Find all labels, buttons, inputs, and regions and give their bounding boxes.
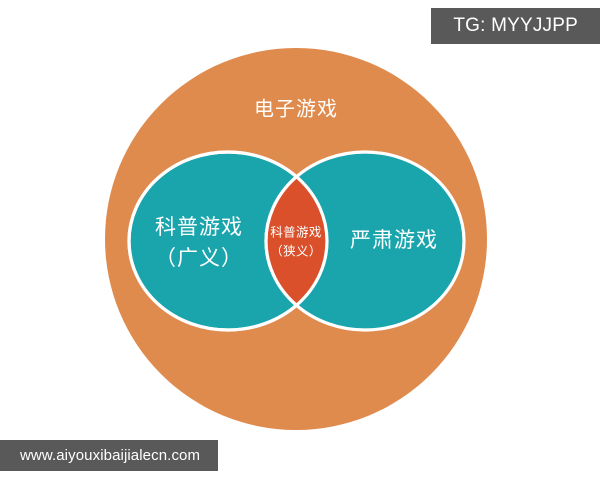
telegram-watermark-text: TG: MYYJJPP: [453, 15, 578, 36]
set-left-ellipse-outline: [127, 150, 329, 332]
set-right-label-line1: 严肃游戏: [350, 228, 438, 252]
site-watermark: www.aiyouxibaijialecn.com: [0, 440, 219, 471]
universe-label: 电子游戏: [254, 97, 338, 121]
telegram-watermark: TG: MYYJJPP: [431, 8, 600, 44]
intersection-label-line1: 科普游戏: [270, 225, 322, 240]
set-left-label-line1: 科普游戏: [155, 215, 243, 239]
intersection-label-line2: （狭义）: [270, 244, 322, 259]
set-left-label-line2: （广义）: [155, 246, 243, 270]
site-watermark-text: www.aiyouxibaijialecn.com: [20, 447, 201, 464]
